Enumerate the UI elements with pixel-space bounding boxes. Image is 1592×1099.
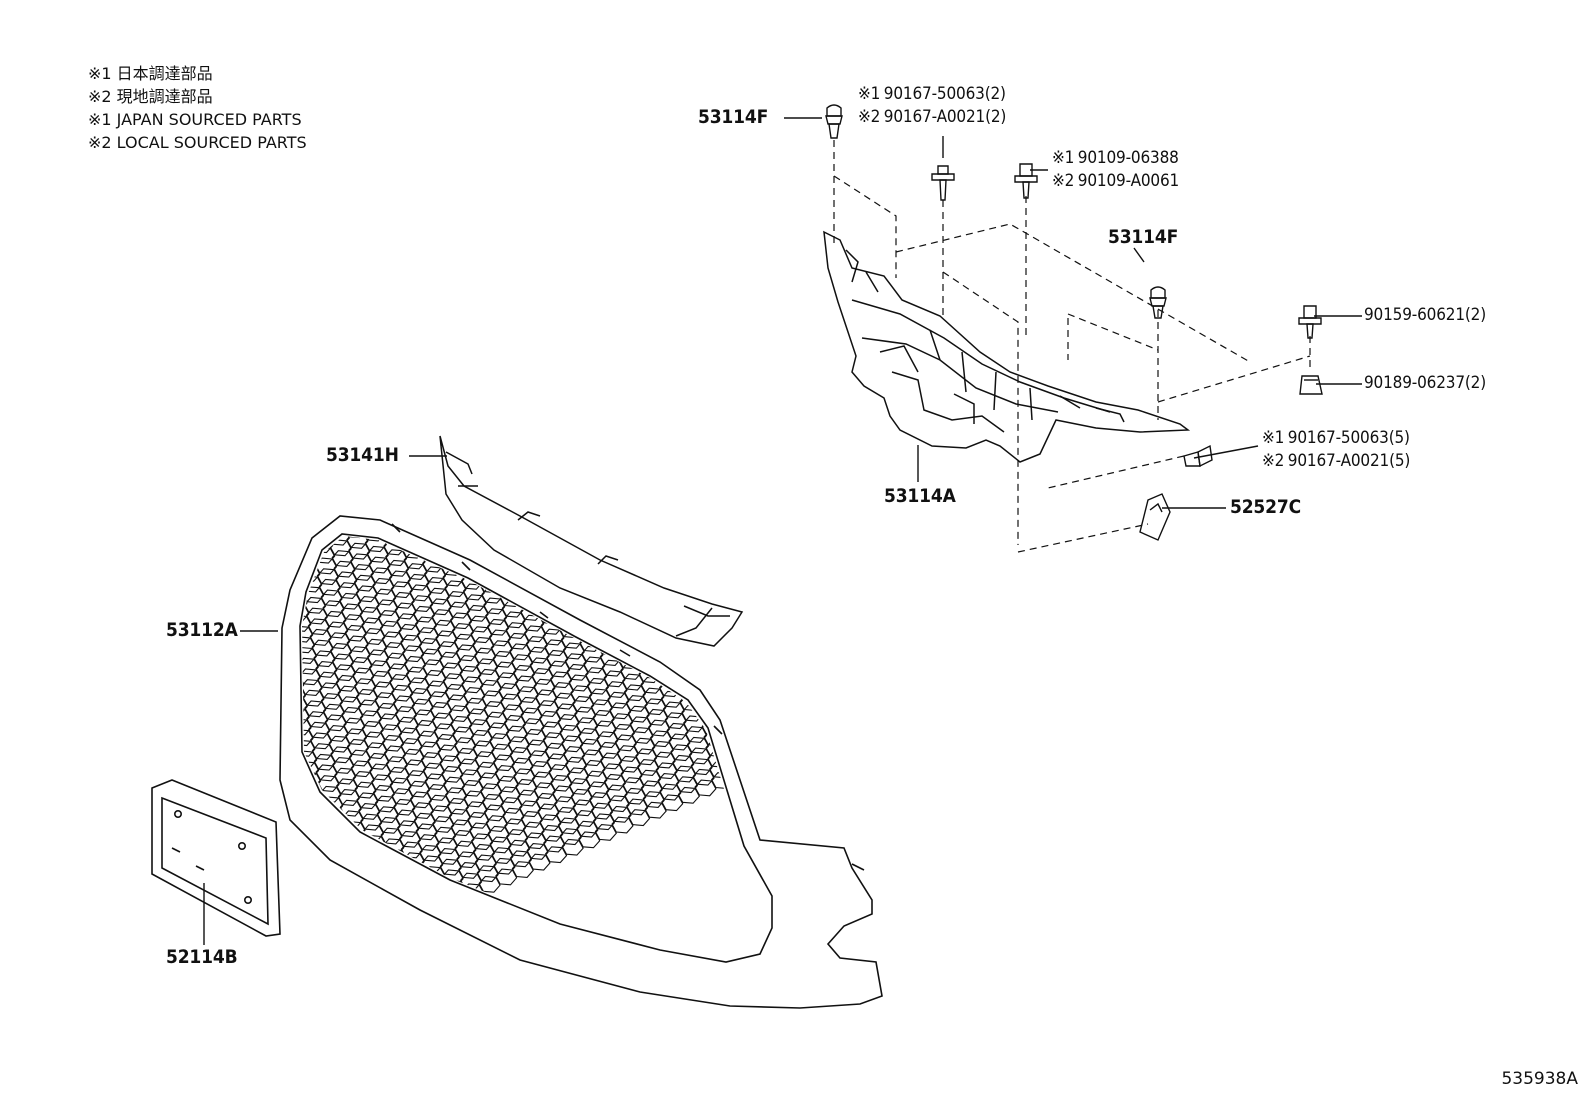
screw-a-mark-2: ※2: [858, 107, 881, 127]
screw-a-part-2: 90167-A0021(2): [883, 107, 1007, 127]
assembly-dashed-lines: [833, 140, 1311, 553]
bolt-a-part-1: 90109-06388: [1077, 148, 1179, 168]
bolt-a-drawing: [1014, 163, 1038, 199]
clip-right-drawing: [1149, 286, 1167, 319]
legend-line-4: ※2 LOCAL SOURCED PARTS: [88, 133, 307, 152]
bolt-a-part-2: 90109-A0061: [1077, 171, 1180, 191]
plate-bracket-drawing: [151, 779, 281, 937]
sourcing-legend: ※1 日本調達部品 ※2 現地調達部品 ※1 JAPAN SOURCED PAR…: [88, 62, 307, 154]
label-53141h: 53141H: [326, 444, 399, 466]
bolt-a-mark-2: ※2: [1052, 171, 1075, 191]
legend-line-2: ※2 現地調達部品: [88, 87, 213, 106]
label-bolt-b: 90159-60621(2): [1364, 305, 1487, 325]
molding-drawing: [439, 435, 744, 647]
label-53114f-top-left: 53114F: [698, 106, 769, 128]
label-nut-b: 90189-06237(2): [1364, 373, 1487, 393]
screw-b-mark-2: ※2: [1262, 451, 1285, 471]
screw-a-part-1: 90167-50063(2): [883, 84, 1006, 104]
screw-b-part-2: 90167-A0021(5): [1287, 451, 1411, 471]
grille-drawing: [279, 515, 883, 1009]
upper-bracket-drawing: [823, 230, 1191, 463]
leader-lines: [203, 117, 1362, 945]
label-53114f-right: 53114F: [1108, 226, 1179, 248]
illustration-reference-code: 535938A: [1501, 1069, 1578, 1089]
screw-a-mark-1: ※1: [858, 84, 881, 104]
screw-b-mark-1: ※1: [1262, 428, 1285, 448]
legend-line-1: ※1 日本調達部品: [88, 64, 213, 83]
legend-line-3: ※1 JAPAN SOURCED PARTS: [88, 110, 302, 129]
bolt-a-mark-1: ※1: [1052, 148, 1075, 168]
label-52527c: 52527C: [1230, 496, 1301, 518]
screw-b-part-1: 90167-50063(5): [1287, 428, 1410, 448]
nut-b-drawing: [1299, 375, 1323, 395]
retainer-drawing: [1139, 493, 1171, 541]
clip-top-left-drawing: [825, 104, 843, 139]
screw-a-drawing: [931, 165, 955, 201]
label-53114a: 53114A: [884, 485, 956, 507]
screw-b-drawing: [1183, 444, 1213, 468]
label-53112a: 53112A: [166, 619, 238, 641]
bolt-b-drawing: [1298, 305, 1322, 339]
label-52114b: 52114B: [166, 946, 238, 968]
